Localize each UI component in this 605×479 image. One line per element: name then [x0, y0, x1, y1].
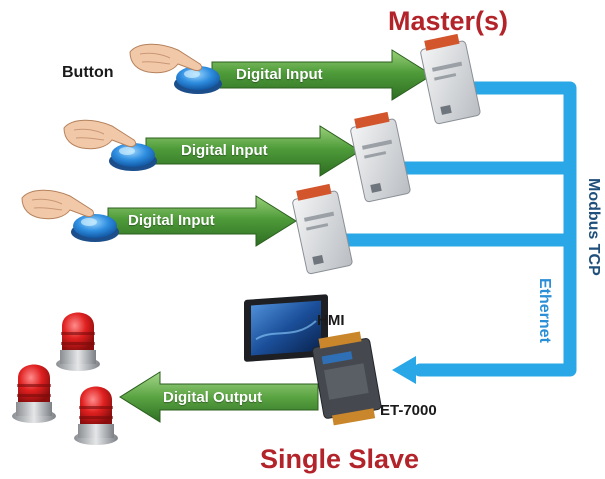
hmi-label: HMI: [317, 312, 345, 329]
et7000-module: [312, 331, 382, 426]
bus-arrowhead: [392, 356, 416, 384]
et7000-label: ET-7000: [380, 402, 437, 419]
input-arrow-2: [145, 125, 361, 177]
digital-output-label: Digital Output: [163, 389, 263, 406]
push-button-2: [109, 143, 157, 171]
masters-title: Master(s): [388, 6, 509, 36]
modbus-tcp-label: Modbus TCP: [585, 178, 602, 276]
warning-light-2: [12, 364, 56, 423]
digital-input-2-label: Digital Input: [181, 142, 268, 159]
single-slave-title: Single Slave: [260, 444, 420, 474]
master-module-3: [292, 183, 353, 275]
hand-icon-3: [21, 189, 95, 220]
push-button-3: [71, 214, 119, 242]
hmi-panel-icon: [244, 294, 328, 362]
output-arrow: [119, 371, 319, 423]
warning-light-1: [56, 312, 100, 371]
bus-main: [413, 81, 577, 377]
master-module-2: [350, 111, 411, 203]
hand-icon-2: [63, 119, 137, 150]
digital-input-3-label: Digital Input: [128, 212, 215, 229]
master-module-1: [420, 33, 481, 125]
push-button-1: [174, 66, 222, 94]
digital-input-1-label: Digital Input: [236, 66, 323, 83]
input-arrow-3: [107, 195, 297, 247]
hand-icon-1: [129, 43, 203, 74]
warning-light-3: [74, 386, 118, 445]
network-bus: [333, 81, 577, 377]
button-label: Button: [62, 64, 114, 81]
input-arrow-1: [211, 49, 433, 101]
ethernet-label: Ethernet: [536, 278, 553, 343]
